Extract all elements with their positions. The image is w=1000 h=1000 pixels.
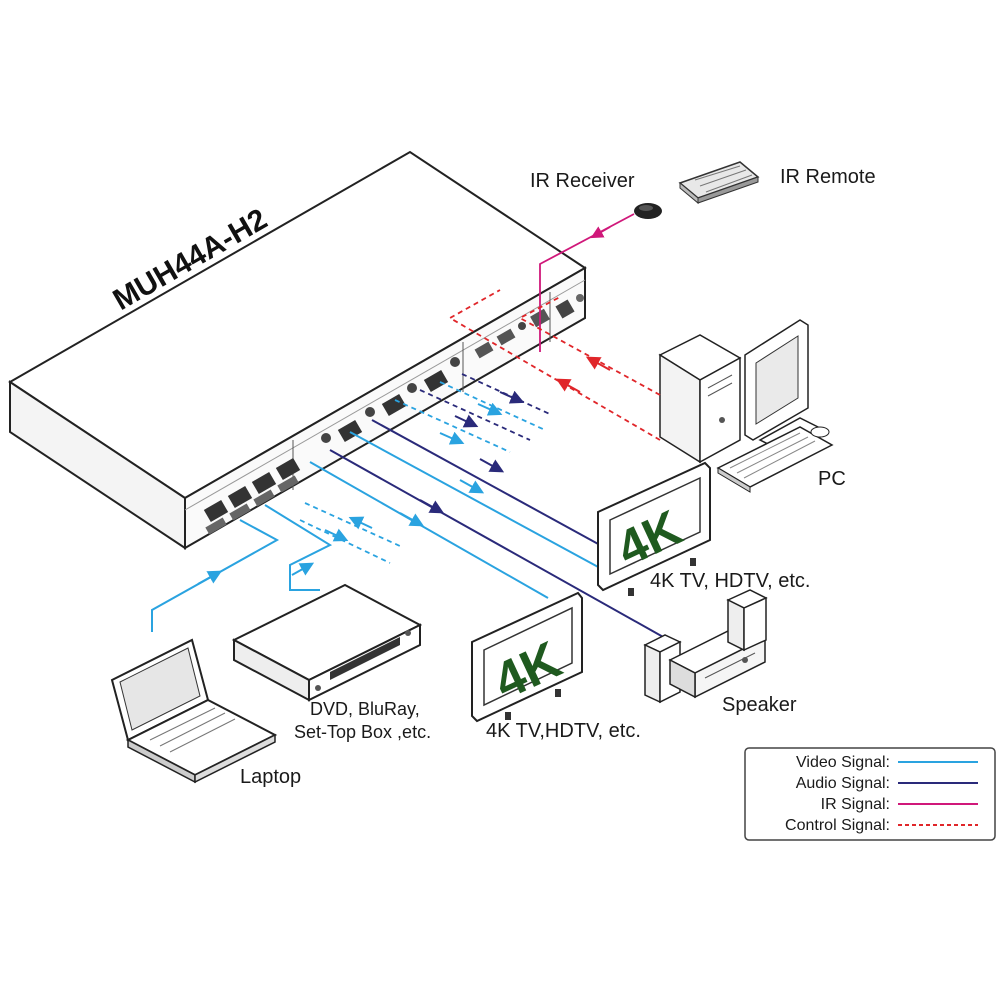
control-arrow-1 [585, 356, 611, 371]
video-arrow-dvd [291, 562, 315, 576]
video-cable-bottom-tv [309, 461, 549, 599]
pc-label: PC [818, 468, 846, 490]
audio-arrow-speaker [419, 499, 445, 514]
ir-remote-label: IR Remote [780, 166, 876, 188]
audio-arrow-top-tv [479, 458, 505, 473]
legend-label: Audio Signal: [796, 775, 890, 792]
signal-indicators [299, 373, 553, 564]
control-arrow-2 [555, 378, 581, 393]
output-ports [321, 357, 460, 443]
ir-arrow [590, 226, 611, 239]
dvd-player [231, 583, 423, 702]
tv-top-label: 4K TV, HDTV, etc. [650, 570, 810, 592]
video-arrow-top-tv [459, 479, 485, 494]
pc [658, 319, 834, 493]
legend-label: Video Signal: [796, 754, 890, 771]
video-cable-dvd [264, 504, 333, 591]
input-ports [203, 457, 301, 535]
ir-receiver-label: IR Receiver [530, 170, 635, 192]
tv-top [597, 461, 711, 596]
control-cable [448, 289, 661, 441]
dvd-label-line2: Set-Top Box ,etc. [294, 722, 431, 742]
tv-bottom-label: 4K TV,HDTV, etc. [486, 720, 641, 742]
legend-label: Control Signal: [785, 817, 890, 834]
tv-bottom [471, 591, 583, 723]
control-ports [474, 294, 584, 359]
legend-box [744, 747, 996, 841]
video-arrow-laptop [197, 570, 223, 585]
audio-cable-speaker [329, 449, 666, 639]
speaker-label: Speaker [722, 694, 797, 716]
audio-cable-top-tv [371, 419, 601, 546]
laptop [110, 638, 278, 784]
video-cable-top-tv [349, 431, 601, 569]
speaker [643, 589, 768, 704]
ir-remote [678, 161, 760, 205]
control-cable-2 [518, 296, 661, 396]
ir-receiver [634, 203, 662, 219]
laptop-label: Laptop [240, 766, 301, 788]
legend: Video Signal: Audio Signal: IR Signal: Cont… [744, 747, 996, 841]
video-arrow-bottom-tv [399, 512, 425, 527]
legend-label: IR Signal: [821, 796, 890, 813]
dvd-label-line1: DVD, BluRay, [310, 699, 420, 719]
